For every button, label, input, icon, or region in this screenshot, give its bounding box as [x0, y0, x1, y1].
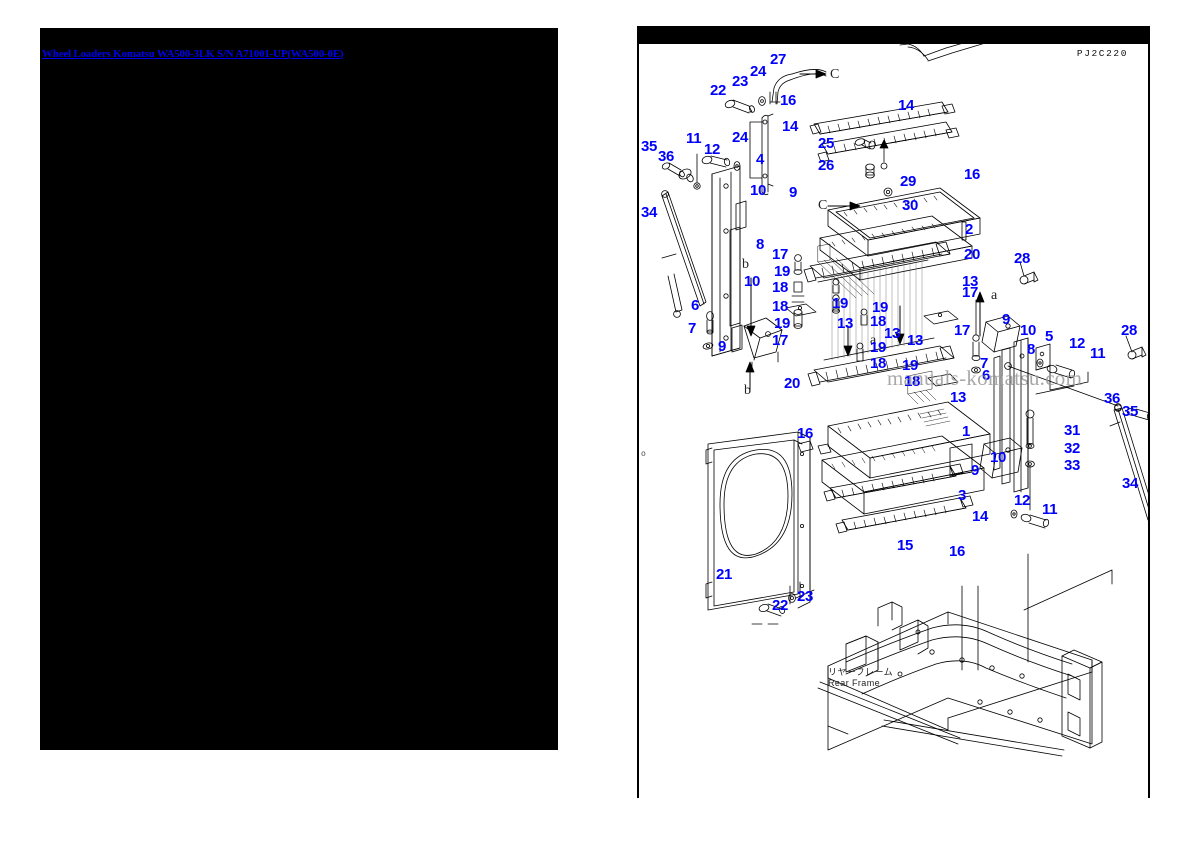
part-callout[interactable]: 8 — [1027, 341, 1036, 358]
part-callout[interactable]: 13 — [950, 389, 967, 406]
diagram-left-border — [637, 44, 639, 798]
part-callout[interactable]: 1 — [962, 423, 971, 440]
part-callout[interactable]: 19 — [774, 315, 791, 332]
part-callout[interactable]: 7 — [980, 355, 989, 372]
part-callout[interactable]: 23 — [797, 588, 814, 605]
part-callout[interactable]: 34 — [1122, 475, 1139, 492]
part-callout[interactable]: 18 — [904, 373, 921, 390]
part-callout[interactable]: 19 — [902, 357, 919, 374]
part-callout[interactable]: 35 — [1122, 403, 1139, 420]
part-callout[interactable]: 11 — [1090, 345, 1106, 362]
part-callout[interactable]: 19 — [832, 295, 849, 312]
drawing-code: PJ2C220 — [1076, 48, 1128, 59]
part-callout[interactable]: 30 — [902, 197, 919, 214]
part-callout[interactable]: 20 — [784, 375, 801, 392]
part-callout[interactable]: 9 — [789, 184, 798, 201]
part-callout[interactable]: 29 — [900, 173, 917, 190]
part-callout[interactable]: 7 — [688, 320, 697, 337]
part-callout[interactable]: 15 — [897, 537, 914, 554]
part-callout[interactable]: 17 — [772, 246, 789, 263]
part-callout[interactable]: 5 — [1045, 328, 1054, 345]
part-callout[interactable]: 31 — [1064, 422, 1081, 439]
part-callout[interactable]: 17 — [772, 332, 789, 349]
exploded-view-drawing — [661, 35, 1150, 757]
diagram-header-bar — [637, 26, 1150, 44]
part-callout[interactable]: 12 — [1014, 492, 1031, 509]
part-callout[interactable]: 33 — [1064, 457, 1081, 474]
part-callout[interactable]: 16 — [964, 166, 981, 183]
part-callout[interactable]: 18 — [870, 355, 887, 372]
part-callout[interactable]: 2 — [965, 221, 974, 238]
part-callout[interactable]: 35 — [641, 138, 658, 155]
part-callout[interactable]: 11 — [686, 130, 702, 147]
part-callout[interactable]: 23 — [732, 73, 749, 90]
part-callout[interactable]: 9 — [718, 338, 727, 355]
part-callout[interactable]: 28 — [1121, 322, 1138, 339]
part-callout[interactable]: 13 — [907, 332, 924, 349]
part-callout[interactable]: 9 — [1002, 311, 1011, 328]
section-mark: b — [742, 257, 749, 272]
part-callout[interactable]: 34 — [641, 204, 658, 221]
part-callout[interactable]: 22 — [710, 82, 727, 99]
part-callout[interactable]: 13 — [962, 273, 979, 290]
part-callout[interactable]: 11 — [1042, 501, 1058, 518]
part-callout[interactable]: 10 — [744, 273, 761, 290]
catalog-title-link[interactable]: Wheel Loaders Komatsu WA500-3LK S/N A710… — [42, 48, 344, 60]
part-callout[interactable]: 4 — [756, 151, 765, 168]
part-callout[interactable]: 25 — [818, 135, 835, 152]
part-callout[interactable]: 18 — [870, 313, 887, 330]
part-callout[interactable]: 14 — [972, 508, 989, 525]
diagram-right-border — [1148, 44, 1150, 798]
part-callout[interactable]: 16 — [780, 92, 797, 109]
part-callout[interactable]: 13 — [837, 315, 854, 332]
section-mark: b — [744, 383, 751, 398]
part-callout[interactable]: 18 — [772, 298, 789, 315]
part-callout[interactable]: 17 — [962, 284, 979, 301]
part-callout[interactable]: 16 — [797, 425, 814, 442]
section-mark: C — [818, 198, 828, 213]
part-callout[interactable]: 14 — [898, 97, 915, 114]
section-mark: a — [991, 288, 998, 303]
diagram-edge-tick: o — [641, 450, 646, 459]
parts-diagram-panel: PJ2C220 o — [632, 26, 1150, 798]
part-callout[interactable]: 22 — [772, 597, 789, 614]
section-mark: a — [870, 333, 877, 348]
part-callout[interactable]: 12 — [1069, 335, 1086, 352]
part-callout[interactable]: 10 — [990, 449, 1007, 466]
part-callout[interactable]: 10 — [750, 182, 767, 199]
part-callout[interactable]: 12 — [704, 141, 721, 158]
part-callout[interactable]: 17 — [954, 322, 971, 339]
part-callout[interactable]: 36 — [658, 148, 675, 165]
part-callout[interactable]: 19 — [774, 263, 791, 280]
rear-frame-label: リヤーフレーム Rear Frame — [828, 667, 893, 688]
part-callout[interactable]: 26 — [818, 157, 835, 174]
part-callout[interactable]: 24 — [732, 129, 749, 146]
part-callout[interactable]: 19 — [872, 299, 889, 316]
part-callout[interactable]: 21 — [716, 566, 733, 583]
thumbnail-placeholder: Wheel Loaders Komatsu WA500-3LK S/N A710… — [40, 28, 558, 750]
part-callout[interactable]: 27 — [770, 51, 787, 68]
part-callout[interactable]: 16 — [949, 543, 966, 560]
section-mark: C — [830, 67, 840, 82]
part-callout[interactable]: 13 — [884, 325, 901, 342]
part-callout[interactable]: 3 — [958, 487, 967, 504]
part-callout[interactable]: 28 — [1014, 250, 1031, 267]
part-callout[interactable]: 6 — [982, 367, 991, 384]
part-callout[interactable]: 6 — [691, 297, 700, 314]
part-callout[interactable]: 18 — [772, 279, 789, 296]
part-callout[interactable]: 8 — [756, 236, 765, 253]
part-callout[interactable]: 24 — [750, 63, 767, 80]
part-callout[interactable]: 36 — [1104, 390, 1121, 407]
part-callout[interactable]: 32 — [1064, 440, 1081, 457]
part-callout[interactable]: 9 — [971, 462, 980, 479]
part-callout[interactable]: 14 — [782, 118, 799, 135]
part-callout[interactable]: 19 — [870, 339, 887, 356]
part-callout[interactable]: 20 — [964, 246, 981, 263]
part-callout[interactable]: 10 — [1020, 322, 1037, 339]
